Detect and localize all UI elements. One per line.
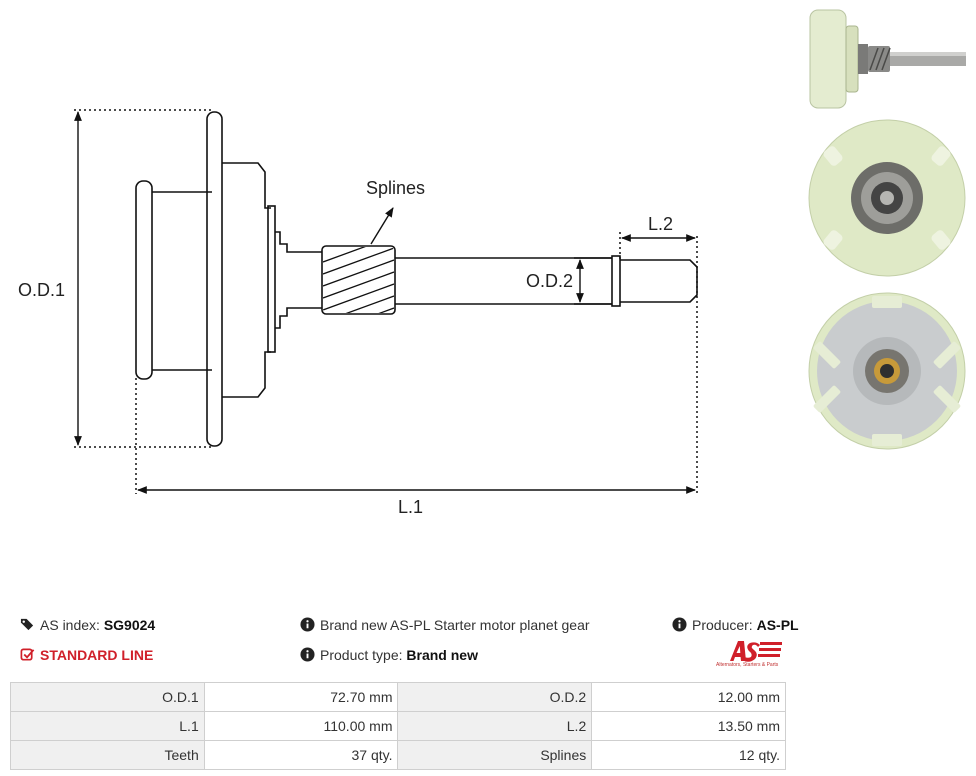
spec-value: 12 qty. [591, 740, 786, 770]
product-photo-back [808, 292, 966, 450]
splines-leader-line [370, 207, 394, 245]
product-type-label: Product type: [320, 647, 403, 663]
spec-label: L.2 [397, 711, 593, 741]
standard-line-badge: STANDARD LINE [20, 647, 153, 663]
product-description: Brand new AS-PL Starter motor planet gea… [300, 617, 590, 633]
table-row: Teeth 37 qty. Splines 12 qty. [10, 740, 786, 770]
standard-line-text: STANDARD LINE [40, 647, 154, 663]
spec-value: 72.70 mm [203, 682, 399, 712]
product-photo-front [808, 119, 966, 277]
info-icon [300, 617, 315, 632]
product-type-value: Brand new [406, 647, 478, 663]
od1-label: O.D.1 [18, 280, 65, 300]
as-index-value: SG9024 [103, 617, 156, 633]
as-index-label: AS index: [40, 617, 100, 633]
spec-label: O.D.1 [10, 682, 205, 712]
spec-label: Splines [397, 740, 593, 770]
info-icon [300, 647, 315, 662]
tags-icon [20, 618, 34, 631]
producer-label: Producer: [692, 617, 753, 633]
spec-value: 13.50 mm [591, 711, 786, 741]
splines-label: Splines [366, 178, 425, 198]
producer: Producer: AS-PL [672, 617, 799, 633]
spec-value: 37 qty. [203, 740, 399, 770]
l2-label: L.2 [648, 214, 673, 234]
specs-table: O.D.1 72.70 mm O.D.2 12.00 mm L.1 110.00… [10, 682, 786, 770]
table-row: L.1 110.00 mm L.2 13.50 mm [10, 711, 786, 741]
od2-label: O.D.2 [526, 271, 573, 291]
description-text: Brand new AS-PL Starter motor planet gea… [320, 617, 590, 633]
logo-tagline: Alternators, Starters & Parts [716, 662, 779, 668]
table-row: O.D.1 72.70 mm O.D.2 12.00 mm [10, 682, 786, 712]
info-icon [672, 617, 687, 632]
as-pl-logo [730, 641, 782, 662]
spec-value: 12.00 mm [591, 682, 786, 712]
spec-label: Teeth [10, 740, 205, 770]
spec-label: O.D.2 [397, 682, 593, 712]
spec-label: L.1 [10, 711, 205, 741]
producer-value: AS-PL [756, 617, 799, 633]
spec-value: 110.00 mm [203, 711, 399, 741]
product-type: Product type: Brand new [300, 647, 478, 663]
as-index: AS index: SG9024 [20, 617, 155, 633]
l1-label: L.1 [398, 497, 423, 517]
checkbox-check-icon [20, 648, 35, 661]
technical-drawing: O.D.1 O.D.2 L.1 L.2 Splines [18, 109, 698, 517]
product-photo-side [809, 9, 966, 109]
